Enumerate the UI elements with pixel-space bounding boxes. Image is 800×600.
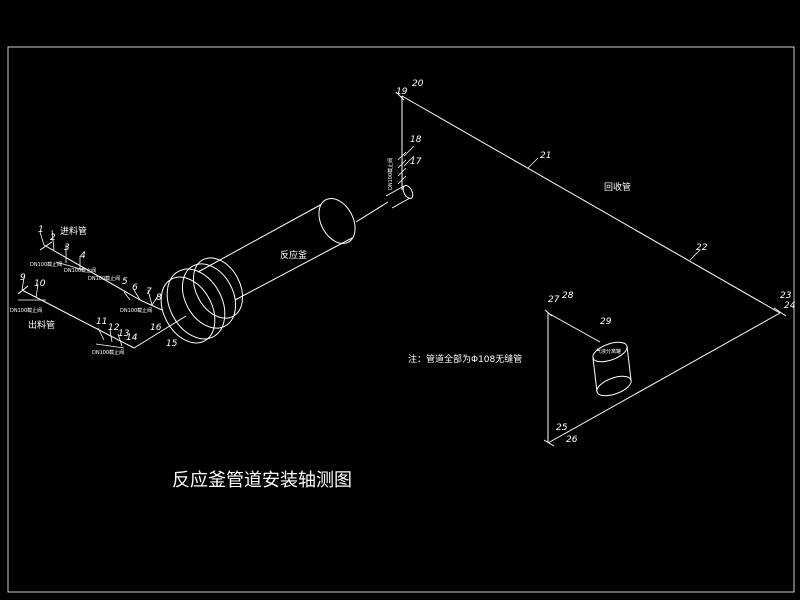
inlet-valve-tag-a: DN100截止阀 xyxy=(30,261,62,268)
drawing-title: 反应釜管道安装轴测图 xyxy=(172,470,352,491)
return-pipeline xyxy=(395,91,787,317)
part-number-26: 26 xyxy=(566,435,578,445)
part-number-14: 14 xyxy=(126,333,138,343)
part-number-6: 6 xyxy=(132,283,138,293)
inlet-valve-tag-b: DN100截止阀 xyxy=(64,267,96,274)
part-number-8: 8 xyxy=(156,293,162,303)
riser-valve-tag: DN100截止阀 xyxy=(387,158,394,190)
part-number-7: 7 xyxy=(146,287,152,297)
part-number-19: 19 xyxy=(396,87,408,97)
part-number-2: 2 xyxy=(50,233,56,243)
separator-tank-loop xyxy=(543,309,781,447)
tank-label: 气液分离罐 xyxy=(596,348,621,355)
return-pipe-label: 回收管 xyxy=(604,181,631,193)
part-number-29: 29 xyxy=(600,317,612,327)
part-number-28: 28 xyxy=(562,291,574,301)
part-number-4: 4 xyxy=(80,251,86,261)
outlet-pipe-label: 出料管 xyxy=(28,319,55,331)
part-number-10: 10 xyxy=(34,279,46,289)
part-number-1: 1 xyxy=(38,225,44,235)
separator-tank xyxy=(592,341,632,397)
part-number-17: 17 xyxy=(410,157,422,167)
part-number-20: 20 xyxy=(412,79,424,89)
reactor-top-nozzle xyxy=(355,185,414,223)
outlet-pipeline xyxy=(17,277,187,349)
part-number-18: 18 xyxy=(410,135,422,145)
drawing-note: 注：管道全部为Φ108无缝管 xyxy=(408,353,522,365)
part-number-25: 25 xyxy=(556,423,568,433)
part-number-5: 5 xyxy=(122,277,128,287)
part-number-16: 16 xyxy=(150,323,162,333)
outlet-valve-tag-b: DN100截止阀 xyxy=(92,349,124,356)
part-number-3: 3 xyxy=(64,243,70,253)
part-number-21: 21 xyxy=(540,151,551,161)
reactor-vessel xyxy=(160,198,356,344)
drawing-frame xyxy=(7,46,795,593)
inlet-pipeline xyxy=(39,229,163,311)
part-number-13: 13 xyxy=(118,329,130,339)
inlet-valve-tag-c: DN100截止阀 xyxy=(88,275,120,282)
part-number-22: 22 xyxy=(696,243,708,253)
part-number-27: 27 xyxy=(548,295,560,305)
part-number-9: 9 xyxy=(20,273,26,283)
inlet-valve-tag-d: DN100截止阀 xyxy=(120,307,152,314)
part-number-24: 24 xyxy=(784,301,796,311)
inlet-pipe-label: 进料管 xyxy=(60,225,87,237)
part-number-23: 23 xyxy=(780,291,792,301)
part-number-15: 15 xyxy=(166,339,178,349)
reactor-label: 反应釜 xyxy=(280,249,307,261)
outlet-valve-tag-a: DN100截止阀 xyxy=(10,307,42,314)
part-number-11: 11 xyxy=(96,317,107,327)
part-number-12: 12 xyxy=(108,323,120,333)
